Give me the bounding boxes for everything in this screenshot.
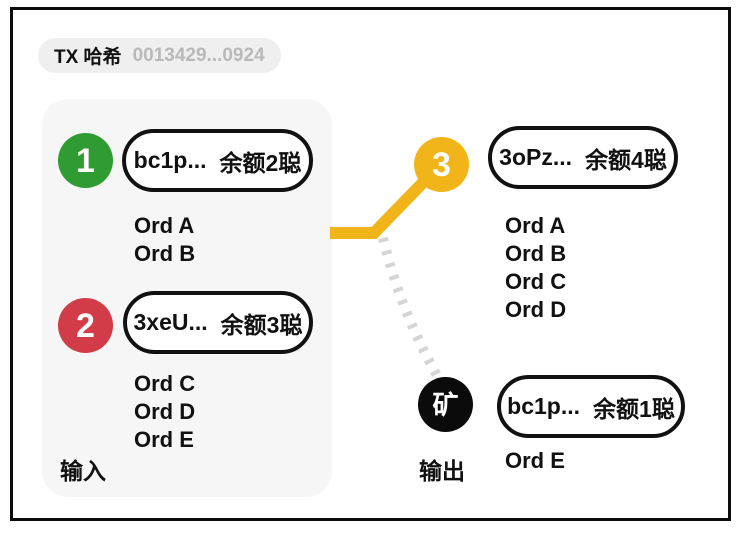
ord-item: Ord A (134, 213, 195, 238)
ord-item: Ord E (505, 448, 565, 473)
input-1-balance: 余额2聪 (219, 149, 302, 176)
input-1-ord-list: Ord A Ord B (134, 212, 195, 268)
ord-item: Ord B (134, 241, 196, 266)
ord-item: Ord A (505, 213, 566, 238)
tx-hash-label: TX 哈希 (54, 47, 122, 68)
output-3-address: 3oPz... (499, 144, 573, 170)
input-2-address: 3xeU... (133, 309, 208, 335)
output-3-address-pill: 3oPz... 余额4聪 (488, 126, 678, 189)
ord-item: Ord D (505, 297, 567, 322)
diagram-border (10, 7, 731, 521)
output-3-ord-list: Ord A Ord B Ord C Ord D (505, 212, 566, 324)
input-1-address: bc1p... (133, 147, 207, 173)
ord-item: Ord B (505, 241, 567, 266)
ord-item: Ord E (134, 427, 194, 452)
outputs-section-label: 输出 (419, 458, 465, 484)
fee-link-dashed-line (378, 236, 451, 394)
miner-fee-badge: 矿 (418, 377, 473, 432)
input-2-address-pill: 3xeU... 余额3聪 (123, 291, 313, 354)
input-2-ord-list: Ord C Ord D Ord E (134, 370, 195, 454)
inputs-section-label: 输入 (60, 458, 106, 484)
transfer-link-line (330, 159, 446, 239)
input-1-address-pill: bc1p... 余额2聪 (122, 129, 313, 192)
ord-item: Ord D (134, 399, 196, 424)
miner-output-address: bc1p... (507, 393, 581, 419)
tx-hash-badge: TX 哈希 0013429...0924 (38, 38, 281, 73)
ord-item: Ord C (134, 371, 196, 396)
ord-item: Ord C (505, 269, 567, 294)
input-2-balance: 余额3聪 (220, 311, 303, 338)
miner-output-balance: 余额1聪 (593, 395, 675, 422)
tx-hash-value: 0013429...0924 (132, 44, 265, 66)
output-3-balance: 余额4聪 (585, 146, 667, 173)
output-3-badge: 3 (414, 137, 469, 192)
input-1-badge: 1 (58, 133, 113, 188)
input-2-badge: 2 (58, 298, 113, 353)
miner-output-address-pill: bc1p... 余额1聪 (497, 375, 685, 438)
miner-output-ord-list: Ord E (505, 447, 565, 475)
